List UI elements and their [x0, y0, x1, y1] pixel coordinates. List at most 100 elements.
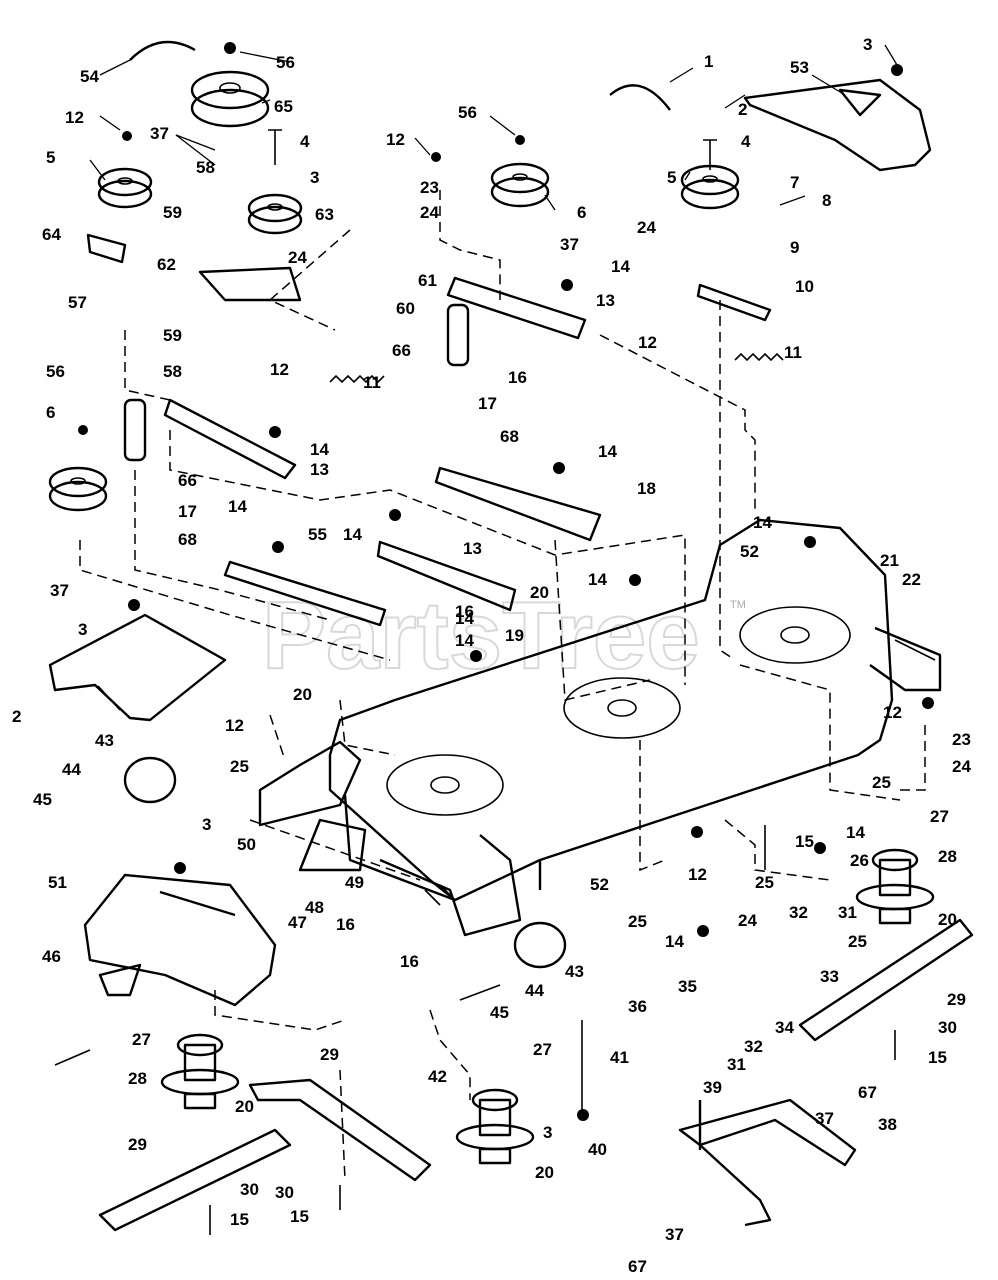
callout-19: 19	[505, 626, 524, 645]
callout-14: 14	[228, 497, 247, 516]
callout-66: 66	[178, 471, 197, 490]
callout-13: 13	[596, 291, 615, 310]
callout-45: 45	[490, 1003, 509, 1022]
belt-cover-right	[743, 78, 932, 172]
callout-47: 47	[288, 913, 307, 932]
pulley-group	[48, 70, 740, 512]
callout-14: 14	[455, 609, 474, 628]
callout-1: 1	[704, 52, 713, 71]
callout-37: 37	[50, 581, 69, 600]
callout-27: 27	[533, 1040, 552, 1059]
rear-hitch-bar	[678, 1098, 857, 1227]
callout-30: 30	[275, 1183, 294, 1202]
callout-32: 32	[744, 1037, 763, 1056]
callout-25: 25	[230, 757, 249, 776]
callout-37: 37	[560, 235, 579, 254]
callout-14: 14	[588, 570, 607, 589]
discharge-chute	[83, 873, 277, 1007]
callout-48: 48	[305, 898, 324, 917]
callout-14: 14	[310, 440, 329, 459]
callout-10: 10	[795, 277, 814, 296]
partstree-watermark: PartsTree TM	[261, 581, 746, 690]
callout-12: 12	[225, 716, 244, 735]
callout-14: 14	[598, 442, 617, 461]
tension-springs	[329, 352, 784, 384]
callout-5: 5	[46, 148, 55, 167]
callout-36: 36	[628, 997, 647, 1016]
callout-37: 37	[150, 124, 169, 143]
mower-blades	[98, 918, 974, 1232]
callout-61: 61	[418, 271, 437, 290]
front-hanger-bracket	[258, 740, 522, 937]
callout-15: 15	[795, 832, 814, 851]
pulley-5-left	[97, 167, 153, 209]
callout-29: 29	[320, 1045, 339, 1064]
callout-33: 33	[820, 967, 839, 986]
callout-leaders	[89, 44, 898, 211]
callout-25: 25	[872, 773, 891, 792]
callout-67: 67	[628, 1257, 647, 1276]
hardware-nuts	[78, 42, 934, 1121]
callout-2: 2	[738, 100, 747, 119]
callout-30: 30	[938, 1018, 957, 1037]
callout-66: 66	[392, 341, 411, 360]
callout-14: 14	[846, 823, 865, 842]
callout-38: 38	[878, 1115, 897, 1134]
callout-12: 12	[638, 333, 657, 352]
callout-24: 24	[637, 218, 656, 237]
callout-27: 27	[930, 807, 949, 826]
callout-3: 3	[543, 1123, 552, 1142]
callout-57: 57	[68, 293, 87, 312]
callout-28: 28	[938, 847, 957, 866]
callout-15: 15	[290, 1207, 309, 1226]
callout-6: 6	[577, 203, 586, 222]
callout-39: 39	[703, 1078, 722, 1097]
callout-68: 68	[500, 427, 519, 446]
callout-62: 62	[157, 255, 176, 274]
callout-56: 56	[458, 103, 477, 122]
callout-51: 51	[48, 873, 67, 892]
callout-29: 29	[128, 1135, 147, 1154]
callout-3: 3	[863, 35, 872, 54]
callout-44: 44	[525, 981, 544, 1000]
callout-21: 21	[880, 551, 899, 570]
callout-2: 2	[12, 707, 21, 726]
callout-12: 12	[65, 108, 84, 127]
callout-3: 3	[310, 168, 319, 187]
callout-16: 16	[508, 368, 527, 387]
callout-23: 23	[952, 730, 971, 749]
callout-3: 3	[202, 815, 211, 834]
callout-68: 68	[178, 530, 197, 549]
assembly-dashed-lines	[79, 190, 926, 1181]
pulley-65	[190, 70, 270, 128]
callout-24: 24	[288, 248, 307, 267]
callout-26: 26	[850, 851, 869, 870]
pulley-63	[247, 193, 303, 235]
callout-56: 56	[46, 362, 65, 381]
callout-40: 40	[588, 1140, 607, 1159]
callout-64: 64	[42, 225, 61, 244]
callout-50: 50	[237, 835, 256, 854]
callout-24: 24	[420, 203, 439, 222]
bolts	[54, 129, 896, 1235]
callout-52: 52	[590, 875, 609, 894]
callout-29: 29	[947, 990, 966, 1009]
callout-24: 24	[952, 757, 971, 776]
callout-43: 43	[565, 962, 584, 981]
callout-25: 25	[755, 873, 774, 892]
callout-59: 59	[163, 326, 182, 345]
callout-20: 20	[530, 583, 549, 602]
callout-8: 8	[822, 191, 831, 210]
callout-16: 16	[455, 602, 474, 621]
callout-11: 11	[784, 343, 802, 362]
callout-4: 4	[741, 132, 751, 151]
callout-20: 20	[535, 1163, 554, 1182]
watermark-trademark: TM	[730, 599, 746, 611]
callout-4: 4	[300, 132, 310, 151]
callout-12: 12	[386, 130, 405, 149]
callout-14: 14	[665, 932, 684, 951]
callout-32: 32	[789, 903, 808, 922]
callout-41: 41	[610, 1048, 629, 1067]
callout-44: 44	[62, 760, 81, 779]
